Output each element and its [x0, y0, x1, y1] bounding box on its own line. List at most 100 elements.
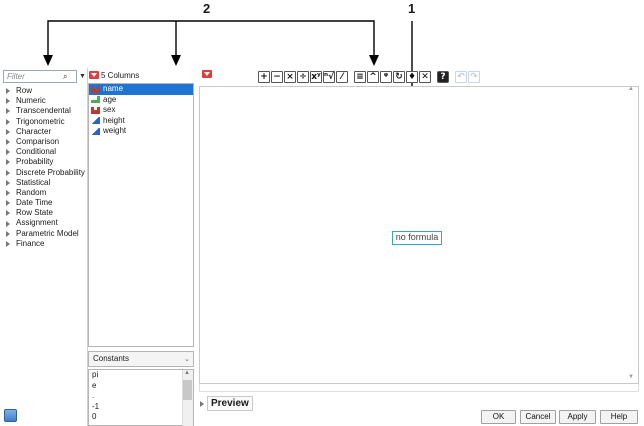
expand-triangle-icon[interactable]	[6, 108, 10, 115]
multiply-icon[interactable]: ×	[284, 71, 296, 83]
constant-item[interactable]: e	[92, 380, 97, 390]
help-button[interactable]: Help	[600, 410, 638, 424]
expand-triangle-icon[interactable]	[6, 189, 10, 196]
function-category-item[interactable]: Trigonometric	[3, 117, 87, 127]
function-category-label: Comparison	[16, 136, 60, 146]
expand-triangle-icon[interactable]	[6, 200, 10, 207]
nominal-column-icon	[91, 85, 100, 93]
nominal-column-icon	[91, 106, 100, 114]
keypad-icon[interactable]	[4, 409, 17, 422]
redo-icon[interactable]: ↷	[468, 71, 480, 83]
function-category-item[interactable]: Row	[3, 86, 87, 96]
function-category-item[interactable]: Date Time	[3, 198, 87, 208]
scroll-up-icon[interactable]: ▲	[628, 86, 634, 92]
expand-triangle-icon[interactable]	[6, 169, 10, 176]
function-category-item[interactable]: Comparison	[3, 137, 87, 147]
function-category-item[interactable]: Conditional	[3, 147, 87, 157]
function-category-label: Finance	[16, 238, 45, 248]
expand-triangle-icon[interactable]	[6, 240, 10, 247]
constant-item[interactable]: 0	[92, 412, 97, 421]
function-category-item[interactable]: Character	[3, 127, 87, 137]
ordinal-column-icon	[91, 96, 100, 104]
scroll-thumb[interactable]	[183, 380, 192, 400]
filter-dropdown-icon[interactable]: ▼	[79, 73, 86, 80]
function-category-item[interactable]: Numeric	[3, 96, 87, 106]
function-category-label: Date Time	[16, 198, 53, 208]
column-item[interactable]: weight	[89, 126, 193, 137]
column-label: weight	[103, 126, 127, 135]
local-variable-icon[interactable]: ↻	[393, 71, 405, 83]
divide-icon[interactable]: ÷	[297, 71, 309, 83]
search-icon[interactable]: ⌕	[63, 72, 68, 81]
function-category-item[interactable]: Discrete Probability	[3, 168, 87, 178]
function-category-label: Discrete Probability	[16, 167, 85, 177]
column-label: height	[103, 115, 125, 125]
column-label: name	[103, 84, 124, 93]
power-icon[interactable]: xʸ	[310, 71, 322, 83]
function-category-label: Trigonometric	[16, 116, 65, 126]
expand-triangle-icon[interactable]	[6, 118, 10, 125]
scroll-down-icon[interactable]: ▼	[628, 374, 634, 380]
scroll-up-icon[interactable]: ▲	[184, 370, 190, 376]
expand-triangle-icon[interactable]	[6, 179, 10, 186]
column-item[interactable]: height	[89, 116, 193, 127]
function-category-item[interactable]: Statistical	[3, 178, 87, 188]
expand-triangle-icon[interactable]	[6, 220, 10, 227]
function-category-item[interactable]: Transcendental	[3, 106, 87, 116]
continuous-column-icon	[91, 117, 100, 125]
function-category-item[interactable]: Parametric Model	[3, 229, 87, 239]
unary-function-icon[interactable]: ᵠ	[380, 71, 392, 83]
editor-menu-icon[interactable]	[202, 70, 212, 78]
expand-triangle-icon[interactable]	[6, 159, 10, 166]
undo-icon[interactable]: ↶	[455, 71, 467, 83]
function-category-label: Random	[16, 187, 47, 197]
horizontal-scrollbar[interactable]	[199, 384, 639, 392]
function-category-item[interactable]: Random	[3, 188, 87, 198]
function-category-label: Conditional	[16, 147, 57, 157]
expand-triangle-icon[interactable]	[6, 149, 10, 156]
column-label: age	[103, 94, 117, 104]
expand-triangle-icon[interactable]	[6, 98, 10, 105]
panel-divider[interactable]	[87, 68, 88, 426]
column-item[interactable]: sex	[89, 105, 193, 116]
function-category-item[interactable]: Assignment	[3, 218, 87, 228]
apply-button[interactable]: Apply	[559, 410, 596, 424]
clear-icon[interactable]: ✕	[419, 71, 431, 83]
column-item[interactable]: name	[89, 84, 193, 95]
formula-placeholder[interactable]: no formula	[392, 231, 442, 245]
constant-item[interactable]: -1	[92, 401, 100, 411]
function-category-label: Character	[16, 126, 52, 136]
filter-input[interactable]: Filter	[3, 70, 77, 83]
expand-triangle-icon[interactable]	[6, 230, 10, 237]
cancel-button[interactable]: Cancel	[520, 410, 556, 424]
function-category-label: Assignment	[16, 218, 58, 228]
function-category-item[interactable]: Finance	[3, 239, 87, 249]
expand-triangle-icon[interactable]	[200, 400, 204, 407]
constant-item[interactable]: pi	[92, 370, 99, 379]
help-icon[interactable]: ?	[437, 71, 449, 83]
chevron-down-icon[interactable]: ⌄	[184, 356, 190, 363]
expand-triangle-icon[interactable]	[6, 210, 10, 217]
peel-expression-icon[interactable]: ^	[367, 71, 379, 83]
evaluate-icon[interactable]: ♦	[406, 71, 418, 83]
subtract-icon[interactable]: −	[271, 71, 283, 83]
preview-toggle[interactable]: Preview	[200, 396, 253, 411]
preview-label[interactable]: Preview	[207, 396, 253, 411]
function-category-label: Statistical	[16, 177, 51, 187]
expand-triangle-icon[interactable]	[6, 128, 10, 135]
function-category-label: Row State	[16, 208, 53, 218]
function-category-item[interactable]: Row State	[3, 208, 87, 218]
function-category-item[interactable]: Probability	[3, 157, 87, 167]
constants-select[interactable]: Constants	[88, 351, 194, 367]
ok-button[interactable]: OK	[481, 410, 516, 424]
columns-menu-icon[interactable]	[89, 71, 99, 79]
insert-term-icon[interactable]: ≡	[354, 71, 366, 83]
callout-label-2: 2	[203, 1, 211, 16]
expand-triangle-icon[interactable]	[6, 88, 10, 95]
root-icon[interactable]: ⁿ√	[323, 71, 335, 83]
constant-item[interactable]: .	[92, 391, 95, 400]
add-icon[interactable]: +	[258, 71, 270, 83]
column-item[interactable]: age	[89, 95, 193, 106]
fraction-icon[interactable]: ⁄	[336, 71, 348, 83]
expand-triangle-icon[interactable]	[6, 139, 10, 146]
